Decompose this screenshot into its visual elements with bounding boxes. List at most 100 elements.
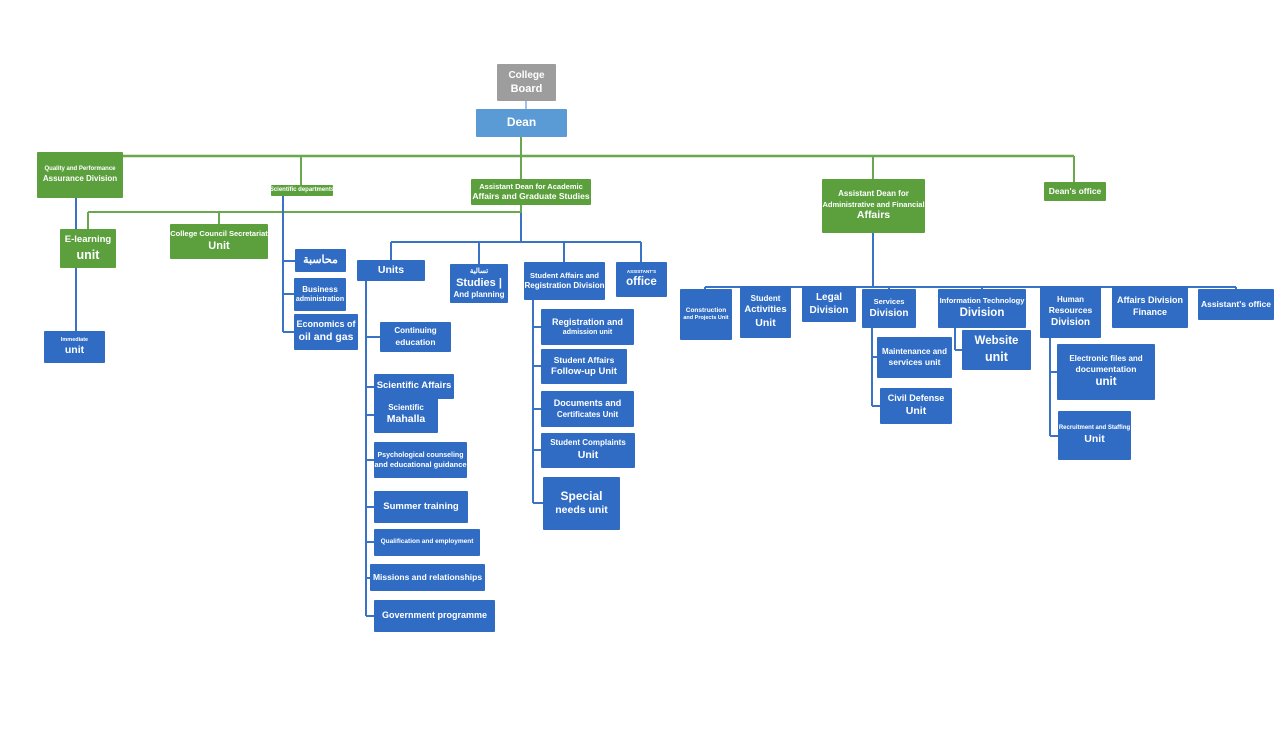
information-technology-division-label: Division [959, 306, 1005, 319]
psychological-counseling-unit-label: and educational guidance [374, 459, 467, 469]
continuing-education-unit-label: Continuing [394, 326, 437, 336]
units: Units [357, 260, 425, 281]
assistant-dean-academic-affairs-label: Assistant Dean for Academic [479, 181, 583, 191]
student-activities-unit-label: Unit [755, 316, 776, 329]
maintenance-services-unit-label: Maintenance and [882, 346, 947, 356]
student-affairs-registration-division-label: Registration Division [524, 280, 605, 290]
continuing-education-unit-label: education [395, 336, 436, 347]
missions-relationships-unit: Missions and relationships [370, 564, 485, 591]
recruitment-staffing-unit-label: Unit [1084, 432, 1105, 445]
information-technology-division-label: Information Technology [939, 296, 1025, 306]
human-resources-division-label: Human [1056, 294, 1085, 304]
qualification-employment-unit-label: Qualification and employment [380, 538, 474, 546]
construction-projects-unit-label: and Projects Unit [683, 315, 729, 322]
registration-admission-unit-label: Registration and [551, 316, 623, 327]
college-council-secretariat-unit-label: Unit [208, 240, 230, 253]
assistant-dean-admin-financial-label: Administrative and Financial [822, 199, 925, 209]
business-administration-department-label: administration [295, 296, 345, 304]
summer-training-unit-label: Summer training [383, 500, 459, 512]
units-label: Units [377, 263, 405, 276]
e-learning-unit-label: E-learning [64, 234, 112, 246]
assistant-dean-admin-financial-label: Affairs [856, 209, 891, 222]
business-administration-department-label: Business [302, 284, 338, 294]
college-board-label: College [508, 69, 545, 81]
college-board-label: Board [510, 82, 543, 95]
documents-certificates-unit-label: Certificates Unit [556, 409, 619, 419]
scientific-departments: Scientific departments [269, 185, 335, 196]
student-complaints-unit-label: Student Complaints [550, 438, 626, 448]
deans-office-label: Dean's office [1048, 185, 1102, 196]
e-learning-unit-label: unit [76, 247, 100, 262]
construction-projects-unit-label: Construction [685, 306, 727, 314]
scientific-affairs-unit-label: Scientific Affairs [376, 380, 452, 392]
electronic-files-documentation-unit-label: unit [1095, 376, 1117, 389]
scientific-mahalla-unit-label: Scientific [388, 402, 424, 412]
oil-gas-economics-department-label: Economics of [296, 319, 356, 330]
studies-planning-division-label: تسالية [469, 267, 489, 275]
quality-performance-assurance-division-label: Assurance Division [42, 173, 118, 183]
student-complaints-unit-label: Unit [577, 448, 599, 461]
civil-defense-unit-label: Civil Defense [887, 393, 945, 404]
student-activities-unit-label: Student [750, 293, 781, 303]
assistants-office-label: Assistant's office [1200, 298, 1272, 309]
website-unit-label: Website [974, 335, 1019, 348]
accounting-department: محاسبة [295, 249, 346, 272]
services-division-label: Division [869, 307, 909, 319]
oil-gas-economics-department-label: oil and gas [298, 331, 354, 344]
assistant-office-academic-label: office [626, 275, 657, 288]
special-needs-unit-label: needs unit [555, 504, 608, 517]
government-programme-unit-label: Government programme [381, 610, 488, 621]
special-needs-unit-label: Special [560, 488, 603, 503]
psychological-counseling-unit-label: Psychological counseling [377, 451, 464, 459]
assistant-dean-academic-affairs-label: Affairs and Graduate Studies [472, 191, 590, 202]
student-affairs-follow-up-unit-label: Follow-up Unit [551, 365, 617, 377]
scientific-departments-label: Scientific departments [269, 186, 335, 193]
immediate-unit-label: unit [64, 343, 85, 356]
financial-affairs-division-label: Finance [1132, 307, 1167, 317]
immediate-unit-label: Immediate [60, 336, 89, 343]
assistants-office: Assistant's office [1198, 289, 1274, 320]
civil-defense-unit-label: Unit [905, 405, 927, 418]
legal-division-label: Legal [815, 292, 843, 303]
financial-affairs-division-label: Affairs Division [1116, 295, 1183, 306]
website-unit: Website unit [962, 330, 1031, 370]
qualification-employment-unit: Qualification and employment [374, 529, 480, 556]
website-unit-label: unit [985, 350, 1008, 365]
legal-division-label: Division [809, 305, 849, 316]
student-affairs-registration-division-label: Student Affairs and [530, 270, 599, 280]
summer-training-unit: Summer training [374, 491, 468, 523]
accounting-department-label: محاسبة [303, 254, 338, 267]
government-programme-unit: Government programme [374, 600, 495, 632]
maintenance-services-unit-label: services unit [888, 357, 941, 368]
recruitment-staffing-unit-label: Recruitment and Staffing [1058, 424, 1131, 431]
missions-relationships-unit-label: Missions and relationships [372, 571, 483, 582]
scientific-affairs-unit: Scientific Affairs [374, 374, 454, 399]
electronic-files-documentation-unit-label: documentation [1075, 364, 1137, 375]
studies-planning-division-label: Studies | [456, 276, 502, 289]
business-administration-department: Business administration [294, 278, 346, 311]
human-resources-division-label: Resources [1048, 305, 1093, 316]
electronic-files-documentation-unit-label: Electronic files and [1069, 353, 1143, 363]
